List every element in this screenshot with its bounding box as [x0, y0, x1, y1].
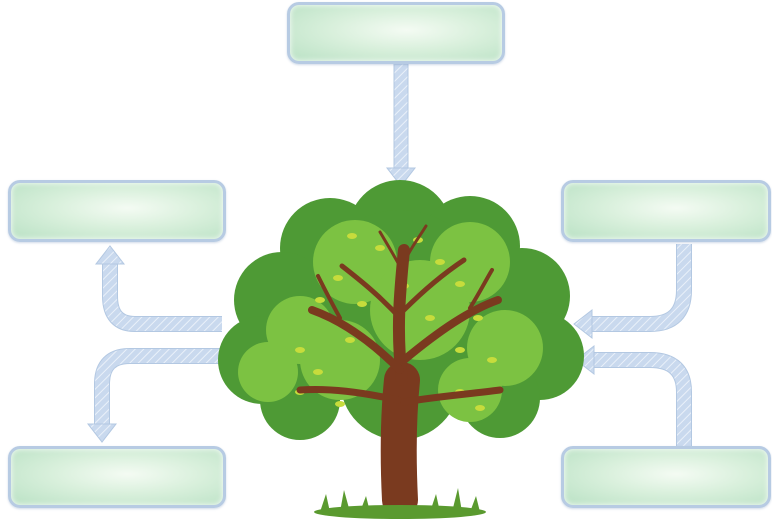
top-box: [287, 2, 505, 64]
arrow-right-upper-to-tree: [573, 244, 692, 340]
arrow-tree-to-left-lower: [86, 348, 222, 443]
left-lower-box: [8, 446, 226, 508]
connector-arrows: [86, 63, 692, 446]
arrow-tree-to-left-upper: [94, 245, 222, 332]
arrow-right-lower-to-tree: [575, 344, 692, 446]
tree-grass: [314, 488, 486, 519]
tree-trunk: [296, 224, 504, 518]
tree-illustration: [218, 180, 584, 519]
left-upper-box: [8, 180, 226, 242]
right-lower-box: [561, 446, 771, 508]
right-upper-box: [561, 180, 771, 242]
tree-canopy-light: [238, 220, 543, 422]
arrow-top-to-tree: [385, 63, 417, 187]
